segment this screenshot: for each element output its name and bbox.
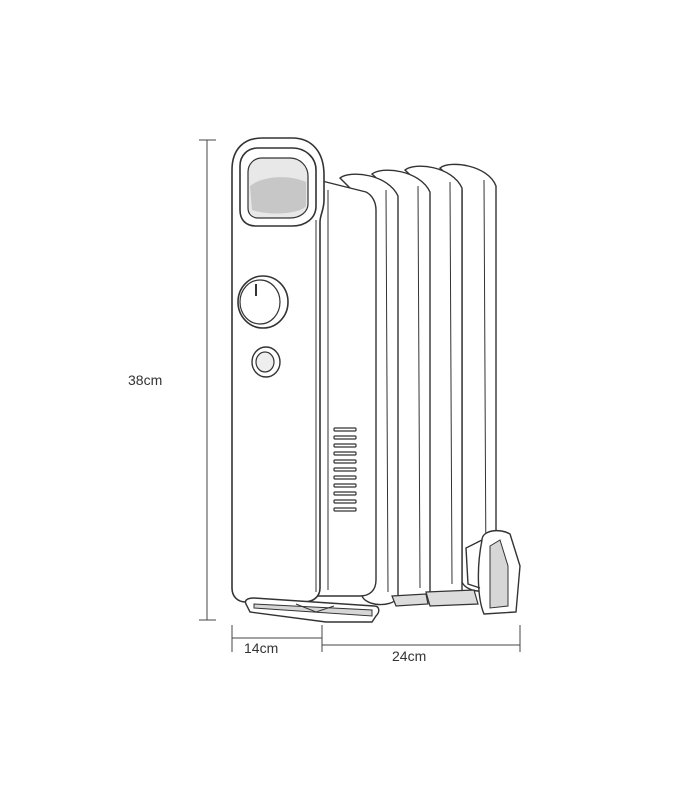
width-dimension xyxy=(322,625,521,652)
depth-dimension xyxy=(231,625,323,652)
width-label: 24cm xyxy=(392,648,426,664)
body-side-panel xyxy=(317,179,377,597)
carry-handle xyxy=(239,147,317,227)
height-label: 38cm xyxy=(128,372,162,388)
height-dimension xyxy=(199,139,216,621)
rear-feet xyxy=(391,589,479,607)
vent-grille xyxy=(333,427,357,512)
depth-label: 14cm xyxy=(244,640,278,656)
thermostat-knob-icon xyxy=(237,275,289,329)
power-indicator-icon xyxy=(251,346,281,378)
right-foot-bracket xyxy=(465,529,521,615)
front-foot xyxy=(244,597,380,623)
